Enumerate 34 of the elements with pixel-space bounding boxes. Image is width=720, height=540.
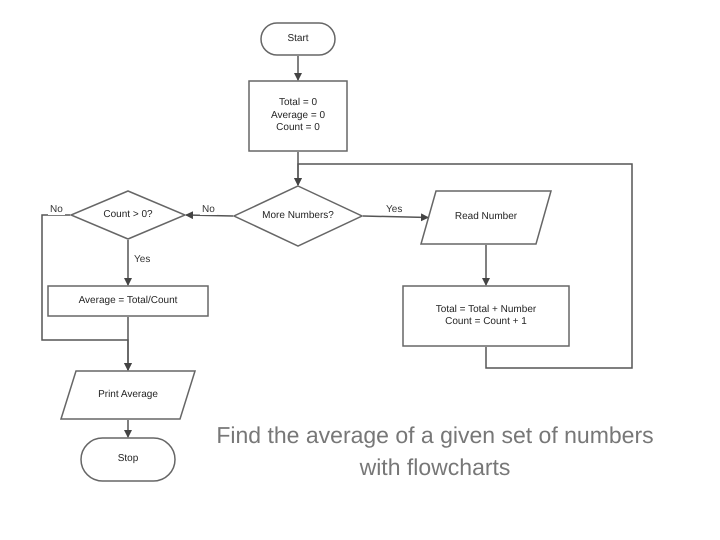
node-text: Total = Total + Number <box>436 304 536 316</box>
arrow <box>294 56 302 81</box>
node-text: Count = 0 <box>276 122 320 135</box>
node-text: Start <box>287 32 309 46</box>
arrow <box>185 211 234 220</box>
node-text: Read Number <box>454 211 518 224</box>
node-text: Total = 0 <box>278 97 318 110</box>
arrow <box>124 240 132 286</box>
node-text: Average = 0 <box>270 110 326 122</box>
io-parallelogram <box>420 190 552 245</box>
edge-label: Yes <box>132 255 152 265</box>
edge-label: No <box>48 205 65 215</box>
process-box <box>402 285 570 347</box>
decision-diamond <box>70 190 186 240</box>
arrow <box>124 420 132 438</box>
node-text: More Numbers? <box>262 210 334 222</box>
arrow <box>482 245 490 286</box>
node-text: Count > 0? <box>103 208 153 222</box>
arrow <box>124 317 132 371</box>
node-text: Count = Count + 1 <box>445 316 527 328</box>
terminal-pill <box>80 437 176 482</box>
caption: Find the average of a given set of numbers with flowcharts <box>215 421 655 482</box>
node-text: Average = Total/Count <box>78 294 178 308</box>
io-parallelogram <box>60 370 196 420</box>
terminal-pill <box>260 22 336 56</box>
decision-diamond <box>233 185 363 247</box>
node-text: Stop <box>118 453 138 466</box>
arrow <box>362 213 429 222</box>
edge-label: No <box>200 205 217 215</box>
process-box <box>47 285 209 317</box>
arrow <box>294 163 633 369</box>
edge-label: Yes <box>384 205 404 215</box>
node-text: Print Average <box>98 388 158 402</box>
process-box <box>248 80 348 152</box>
